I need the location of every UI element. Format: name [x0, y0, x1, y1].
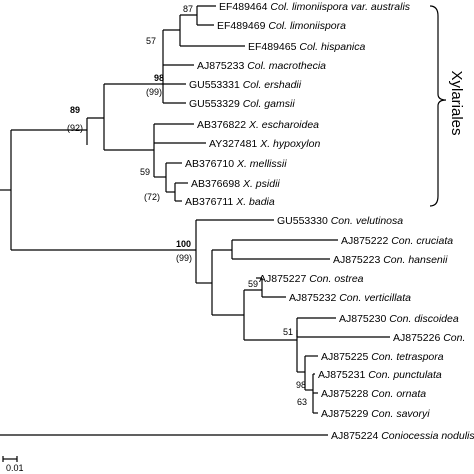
leaf-label: AB376711 X. badia: [185, 196, 275, 208]
xylariales-bracket: [429, 5, 447, 207]
taxon-name: Con. cruciata: [391, 235, 453, 247]
support-values: 87 57 98 (99) 89 (92) 59 (72) 100 (99) 59 51 98 63: [67, 4, 307, 407]
leaf-label: AJ875232 Con. verticillata: [289, 292, 411, 304]
accession-number: AB376711: [185, 196, 236, 208]
leaf-label: AJ875228 Con. ornata: [321, 388, 426, 400]
accession-number: AJ875228: [321, 388, 371, 400]
support-value: 100: [176, 239, 191, 249]
taxon-name: Con. savoryi: [371, 408, 430, 420]
accession-number: AJ875232: [289, 292, 339, 304]
support-value: 63: [297, 397, 307, 407]
taxon-name: X. mellissii: [236, 158, 287, 170]
leaf-label: AJ875224 Coniocessia nodulisporioides: [331, 430, 474, 442]
support-value: 98: [296, 380, 306, 390]
taxon-name: Con. hansenii: [383, 254, 448, 266]
leaf-label: AJ875233 Col. macrothecia: [197, 60, 326, 72]
accession-number: GU553330: [277, 215, 331, 227]
accession-number: AY327481: [209, 138, 260, 150]
support-value: (99): [146, 87, 162, 97]
accession-number: AJ875223: [333, 254, 383, 266]
tree-branches: [0, 5, 390, 436]
leaf-label: AB376698 X. psidii: [191, 178, 280, 190]
leaf-label: AB376822 X. escharoidea: [197, 119, 319, 131]
accession-number: GU553331: [189, 79, 243, 91]
support-value: (99): [176, 253, 192, 263]
leaf-label: EF489465 Col. hispanica: [248, 41, 365, 53]
taxon-name: Con. punctulata: [368, 369, 442, 381]
support-value: 57: [146, 36, 156, 46]
leaf-label: AJ875227 Con. ostrea: [259, 273, 364, 285]
accession-number: AB376710: [185, 158, 237, 170]
leaf-label: AJ875231 Con. punctulata: [318, 369, 442, 381]
leaf-label: AB376710 X. mellissii: [185, 158, 287, 170]
taxon-name: X. psidii: [242, 178, 280, 190]
leaf-label: GU553329 Col. gamsii: [189, 98, 295, 110]
taxon-name: Col. hispanica: [299, 41, 365, 53]
support-value: 59: [140, 167, 150, 177]
taxon-name: Coniocessia nodulisporioides: [381, 430, 474, 442]
accession-number: AJ875222: [341, 235, 391, 247]
taxon-name: Col. limoniispora var. australis: [270, 1, 410, 13]
leaf-label: AY327481 X. hypoxylon: [209, 138, 320, 150]
taxon-name: Con. discoidea: [389, 313, 459, 325]
taxon-name: Con. tetraspora: [371, 351, 444, 363]
leaf-label: EF489464 Col. limoniispora var. australi…: [219, 1, 411, 13]
taxon-name: Con. verticillata: [339, 292, 411, 304]
accession-number: AJ875233: [197, 60, 247, 72]
accession-number: AJ875231: [318, 369, 368, 381]
xylariales-label: Xylariales: [448, 70, 465, 135]
accession-number: AJ875226: [393, 332, 443, 344]
leaf-label: AJ875230 Con. discoidea: [339, 313, 459, 325]
support-value: 51: [283, 327, 293, 337]
scale-bar-label: 0.01: [6, 463, 24, 473]
support-value: 87: [183, 4, 193, 14]
taxon-name: Con. ostrea: [309, 273, 363, 285]
leaf-labels: EF489464 Col. limoniispora var. australi…: [185, 1, 474, 442]
accession-number: AB376822: [197, 119, 249, 131]
leaf-label: AJ875223 Con. hansenii: [333, 254, 448, 266]
taxon-name: Col. limoniispora: [268, 20, 346, 32]
taxon-name: Col. ershadii: [243, 79, 302, 91]
accession-number: AJ875229: [321, 408, 371, 420]
leaf-label: AJ875229 Con. savoryi: [321, 408, 430, 420]
accession-number: AJ875225: [321, 351, 371, 363]
accession-number: EF489464: [219, 1, 270, 13]
support-value: 89: [70, 105, 80, 115]
leaf-label: GU553331 Col. ershadii: [189, 79, 302, 91]
leaf-label: AJ875226 Con.: [393, 332, 465, 344]
taxon-name: X. badia: [235, 196, 275, 208]
taxon-name: Con. ornata: [371, 388, 426, 400]
accession-number: AB376698: [191, 178, 243, 190]
support-value: 98: [154, 73, 164, 83]
taxon-name: X. escharoidea: [248, 119, 319, 131]
support-value: 59: [248, 279, 258, 289]
taxon-name: Con. velutinosa: [331, 215, 404, 227]
accession-number: GU553329: [189, 98, 243, 110]
accession-number: EF489465: [248, 41, 299, 53]
accession-number: AJ875227: [259, 273, 309, 285]
taxon-name: Col. macrothecia: [247, 60, 326, 72]
accession-number: AJ875230: [339, 313, 389, 325]
support-value: (72): [144, 192, 160, 202]
leaf-label: GU553330 Con. velutinosa: [277, 215, 403, 227]
taxon-name: Con.: [443, 332, 465, 344]
accession-number: AJ875224: [331, 430, 381, 442]
leaf-label: AJ875225 Con. tetraspora: [321, 351, 444, 363]
support-value: (92): [67, 123, 83, 133]
taxon-name: Col. gamsii: [243, 98, 296, 110]
taxon-name: X. hypoxylon: [259, 138, 320, 150]
leaf-label: EF489469 Col. limoniispora: [217, 20, 346, 32]
accession-number: EF489469: [217, 20, 268, 32]
leaf-label: AJ875222 Con. cruciata: [341, 235, 453, 247]
